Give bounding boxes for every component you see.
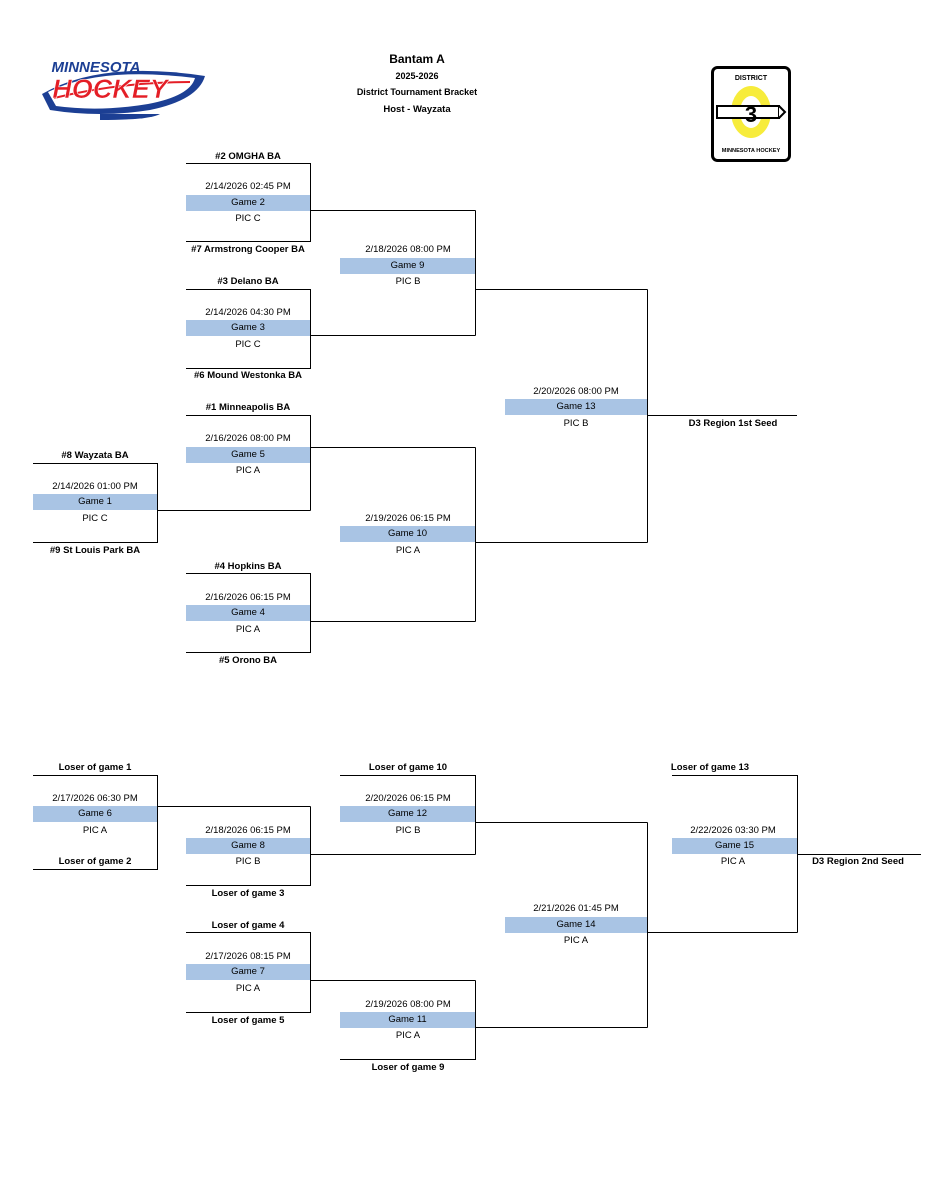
team-1-label: #1 Minneapolis BA — [205, 402, 291, 413]
season-label: 2025-2026 — [395, 71, 439, 81]
game-12-datetime: 2/20/2026 06:15 PM — [365, 793, 451, 804]
game-13-rink: PIC B — [563, 418, 589, 429]
game-13-box: Game 13 — [505, 399, 647, 415]
game-11-box: Game 11 — [340, 1012, 475, 1028]
game-3-bracket-line — [186, 289, 311, 369]
game-10-datetime: 2/19/2026 06:15 PM — [365, 513, 451, 524]
team-6-label: #6 Mound Westonka BA — [193, 370, 303, 381]
loser-game-4-label: Loser of game 4 — [211, 920, 285, 931]
team-8-label: #8 Wayzata BA — [61, 450, 129, 461]
game-6-datetime: 2/17/2026 06:30 PM — [52, 793, 138, 804]
game-14-rink: PIC A — [563, 935, 589, 946]
game-6-bracket-line — [33, 775, 158, 870]
game-8-datetime: 2/18/2026 06:15 PM — [205, 825, 291, 836]
game-3-datetime: 2/14/2026 04:30 PM — [205, 307, 291, 318]
game-15-datetime: 2/22/2026 03:30 PM — [690, 825, 776, 836]
loser-game-10-label: Loser of game 10 — [368, 762, 448, 773]
game-15-bracket-line — [672, 775, 798, 933]
game-1-datetime: 2/14/2026 01:00 PM — [52, 481, 138, 492]
game-7-datetime: 2/17/2026 08:15 PM — [205, 951, 291, 962]
team-3-label: #3 Delano BA — [217, 276, 279, 287]
game-1-bracket-line — [33, 463, 158, 543]
game-14-datetime: 2/21/2026 01:45 PM — [533, 903, 619, 914]
district-logo-bottom: MINNESOTA HOCKEY — [722, 148, 781, 154]
game-2-bracket-line — [186, 163, 311, 242]
district-logo-number: 3 — [745, 102, 757, 127]
game-2-rink: PIC C — [235, 213, 261, 224]
region-1st-seed-label: D3 Region 1st Seed — [688, 418, 778, 429]
loser-game-5-label: Loser of game 5 — [211, 1015, 285, 1026]
game-8-bracket-line — [186, 806, 311, 886]
game-1-rink: PIC C — [82, 513, 108, 524]
game-12-box: Game 12 — [340, 806, 475, 822]
game-7-box: Game 7 — [186, 964, 310, 980]
game-2-box: Game 2 — [186, 195, 310, 211]
game-5-datetime: 2/16/2026 08:00 PM — [205, 433, 291, 444]
game-8-box: Game 8 — [186, 838, 310, 854]
game-1-box: Game 1 — [33, 494, 157, 510]
bracket-subtitle: District Tournament Bracket — [356, 87, 478, 97]
minnesota-hockey-logo: MINNESOTA HOCKEY — [42, 59, 205, 120]
logo-word-hockey: HOCKEY — [52, 74, 171, 104]
logo-word-minnesota: MINNESOTA — [52, 59, 141, 76]
district-3-logo: DISTRICT 3 MINNESOTA HOCKEY — [711, 66, 791, 162]
region-2nd-seed-label: D3 Region 2nd Seed — [812, 856, 904, 867]
game-5-rink: PIC A — [235, 465, 261, 476]
game-4-datetime: 2/16/2026 06:15 PM — [205, 592, 291, 603]
host-label: Host - Wayzata — [383, 104, 451, 115]
game-7-bracket-line — [186, 932, 311, 1013]
game-8-rink: PIC B — [235, 856, 261, 867]
game-3-box: Game 3 — [186, 320, 310, 336]
game-13-datetime: 2/20/2026 08:00 PM — [533, 386, 619, 397]
page-title: Bantam A — [389, 52, 445, 66]
game-4-bracket-line — [186, 573, 311, 653]
game-2-datetime: 2/14/2026 02:45 PM — [205, 181, 291, 192]
game-6-rink: PIC A — [82, 825, 108, 836]
game-5-box: Game 5 — [186, 447, 310, 463]
game-4-rink: PIC A — [235, 624, 261, 635]
team-7-label: #7 Armstrong Cooper BA — [191, 244, 305, 255]
game-11-rink: PIC A — [395, 1030, 421, 1041]
team-2-label: #2 OMGHA BA — [215, 151, 281, 162]
game-15-rink: PIC A — [720, 856, 746, 867]
loser-game-1-label: Loser of game 1 — [58, 762, 132, 773]
game-14-box: Game 14 — [505, 917, 647, 933]
game-4-box: Game 4 — [186, 605, 310, 621]
loser-game-2-label: Loser of game 2 — [58, 856, 132, 867]
game-11-bracket-line — [340, 980, 476, 1060]
game-15-box: Game 15 — [672, 838, 797, 854]
game-9-rink: PIC B — [395, 276, 421, 287]
game-10-rink: PIC A — [395, 545, 421, 556]
team-9-label: #9 St Louis Park BA — [49, 545, 141, 556]
game-10-box: Game 10 — [340, 526, 475, 542]
game-11-datetime: 2/19/2026 08:00 PM — [365, 999, 451, 1010]
team-4-label: #4 Hopkins BA — [214, 561, 282, 572]
game-6-box: Game 6 — [33, 806, 157, 822]
game-9-box: Game 9 — [340, 258, 475, 274]
game-3-rink: PIC C — [235, 339, 261, 350]
game-7-rink: PIC A — [235, 983, 261, 994]
loser-game-13-label: Loser of game 13 — [670, 762, 750, 773]
game-12-bracket-line — [340, 775, 476, 855]
game-9-datetime: 2/18/2026 08:00 PM — [365, 244, 451, 255]
team-5-label: #5 Orono BA — [218, 655, 278, 666]
game-5-bracket-line — [186, 415, 311, 511]
loser-game-9-label: Loser of game 9 — [371, 1062, 445, 1073]
district-logo-top: DISTRICT — [735, 75, 768, 82]
loser-game-3-label: Loser of game 3 — [211, 888, 285, 899]
game-12-rink: PIC B — [395, 825, 421, 836]
